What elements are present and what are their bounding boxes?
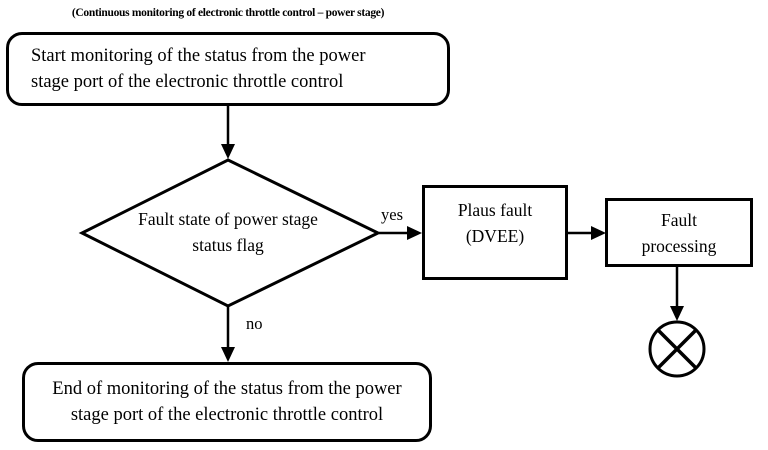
start-node: Start monitoring of the status from the … bbox=[6, 32, 450, 106]
decision-node-label: Fault state of power stage status flag bbox=[88, 206, 368, 258]
start-node-text-line1: Start monitoring of the status from the … bbox=[31, 46, 366, 66]
plaus-fault-text-line1: Plaus fault bbox=[457, 200, 533, 220]
fault-processing-text-line1: Fault bbox=[661, 209, 697, 230]
arrowhead-decision-to-end-icon bbox=[221, 347, 235, 362]
end-node-text-line1: End of monitoring of the status from the… bbox=[52, 379, 402, 399]
arrowhead-fault-processing-to-terminator-icon bbox=[670, 306, 684, 321]
plaus-fault-text-line2: (DVEE) bbox=[465, 226, 525, 246]
no-edge-label: no bbox=[246, 314, 263, 333]
fault-processing-node: Fault processing bbox=[605, 198, 753, 267]
decision-text-line1: Fault state of power stage bbox=[138, 209, 318, 229]
diagram-title: (Continuous monitoring of electronic thr… bbox=[71, 7, 385, 19]
arrowhead-plaus-to-fault-processing-icon bbox=[591, 226, 606, 240]
start-node-text-line2: stage port of the electronic throttle co… bbox=[31, 72, 344, 92]
end-node-text-line2: stage port of the electronic throttle co… bbox=[70, 405, 384, 425]
crossed-circle-terminator-icon bbox=[648, 320, 706, 378]
arrowhead-decision-to-plaus-icon bbox=[407, 226, 422, 240]
end-node: End of monitoring of the status from the… bbox=[22, 362, 432, 442]
plaus-fault-node: Plaus fault (DVEE) bbox=[422, 185, 568, 280]
fault-processing-text-line2: processing bbox=[641, 235, 717, 256]
yes-edge-label: yes bbox=[381, 205, 403, 224]
decision-text-line2: status flag bbox=[192, 235, 264, 255]
arrowhead-start-to-decision-icon bbox=[221, 144, 235, 159]
